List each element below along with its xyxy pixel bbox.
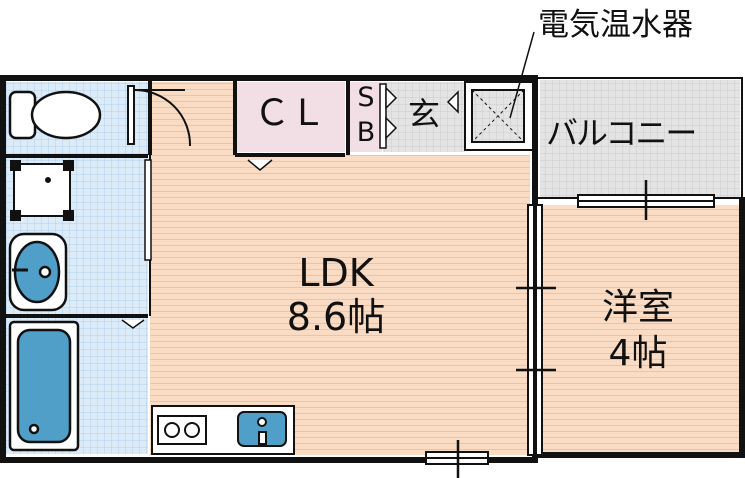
toilet-icon [8,90,102,140]
western-room-size-label: 4帖 [608,333,668,374]
balcony-area [540,80,740,197]
partition-sliding-door[interactable] [516,204,556,456]
balcony-label: バルコニー [546,114,697,152]
balcony-window[interactable] [577,180,715,220]
water-heater-label: 電気温水器 [538,7,693,43]
western-room-name-label: 洋室 [601,287,675,328]
entrance-label: 玄 [407,95,441,133]
shoe-box-s-label: S [357,82,375,113]
wash-basin-icon [8,232,68,312]
water-heater-icon [471,31,535,143]
ldk-name-label: LDK [298,251,374,295]
ldk-size-label: 8.6帖 [286,295,386,339]
washing-machine-icon [10,160,74,221]
bathtub-icon [8,320,80,452]
ldk-window[interactable] [425,440,489,478]
shoe-box-icon [379,83,459,149]
sliding-door[interactable] [144,159,152,261]
shoe-box-area [350,82,382,152]
toilet-door[interactable] [127,85,192,147]
closet-label: ＣＬ [253,93,327,134]
shoe-box-b-label: B [356,117,376,148]
corridor-floor [150,82,235,157]
kitchen-counter [151,405,295,455]
western-room-floor [536,205,739,455]
closet-area [237,82,345,152]
entrance-area [383,82,465,152]
